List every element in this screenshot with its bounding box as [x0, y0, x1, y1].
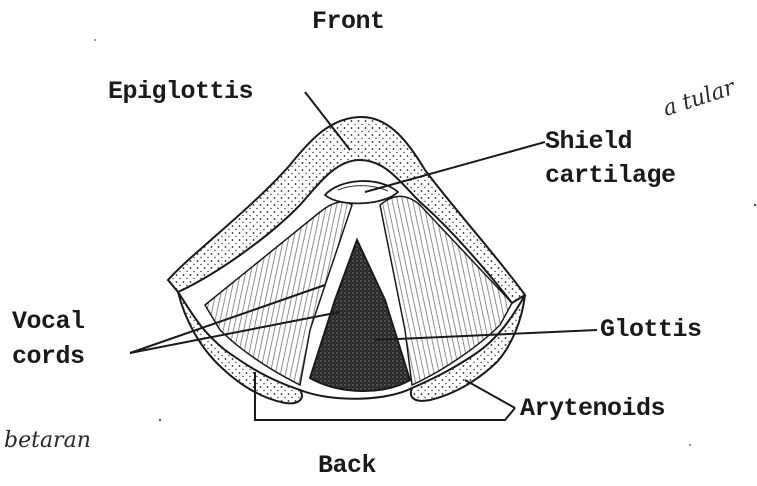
label-cartilage: cartilage [545, 162, 676, 190]
arytenoids-leader-1 [465, 380, 515, 408]
label-shield: Shield [545, 128, 632, 156]
label-vocal: Vocal [12, 308, 85, 336]
label-arytenoids: Arytenoids [520, 395, 665, 423]
label-epiglottis: Epiglottis [108, 78, 253, 106]
label-glottis: Glottis [600, 316, 702, 344]
label-front: Front [312, 8, 385, 36]
label-cords: cords [12, 343, 85, 371]
label-back: Back [318, 452, 376, 480]
handwritten-annotation-left: betaran [4, 428, 91, 453]
